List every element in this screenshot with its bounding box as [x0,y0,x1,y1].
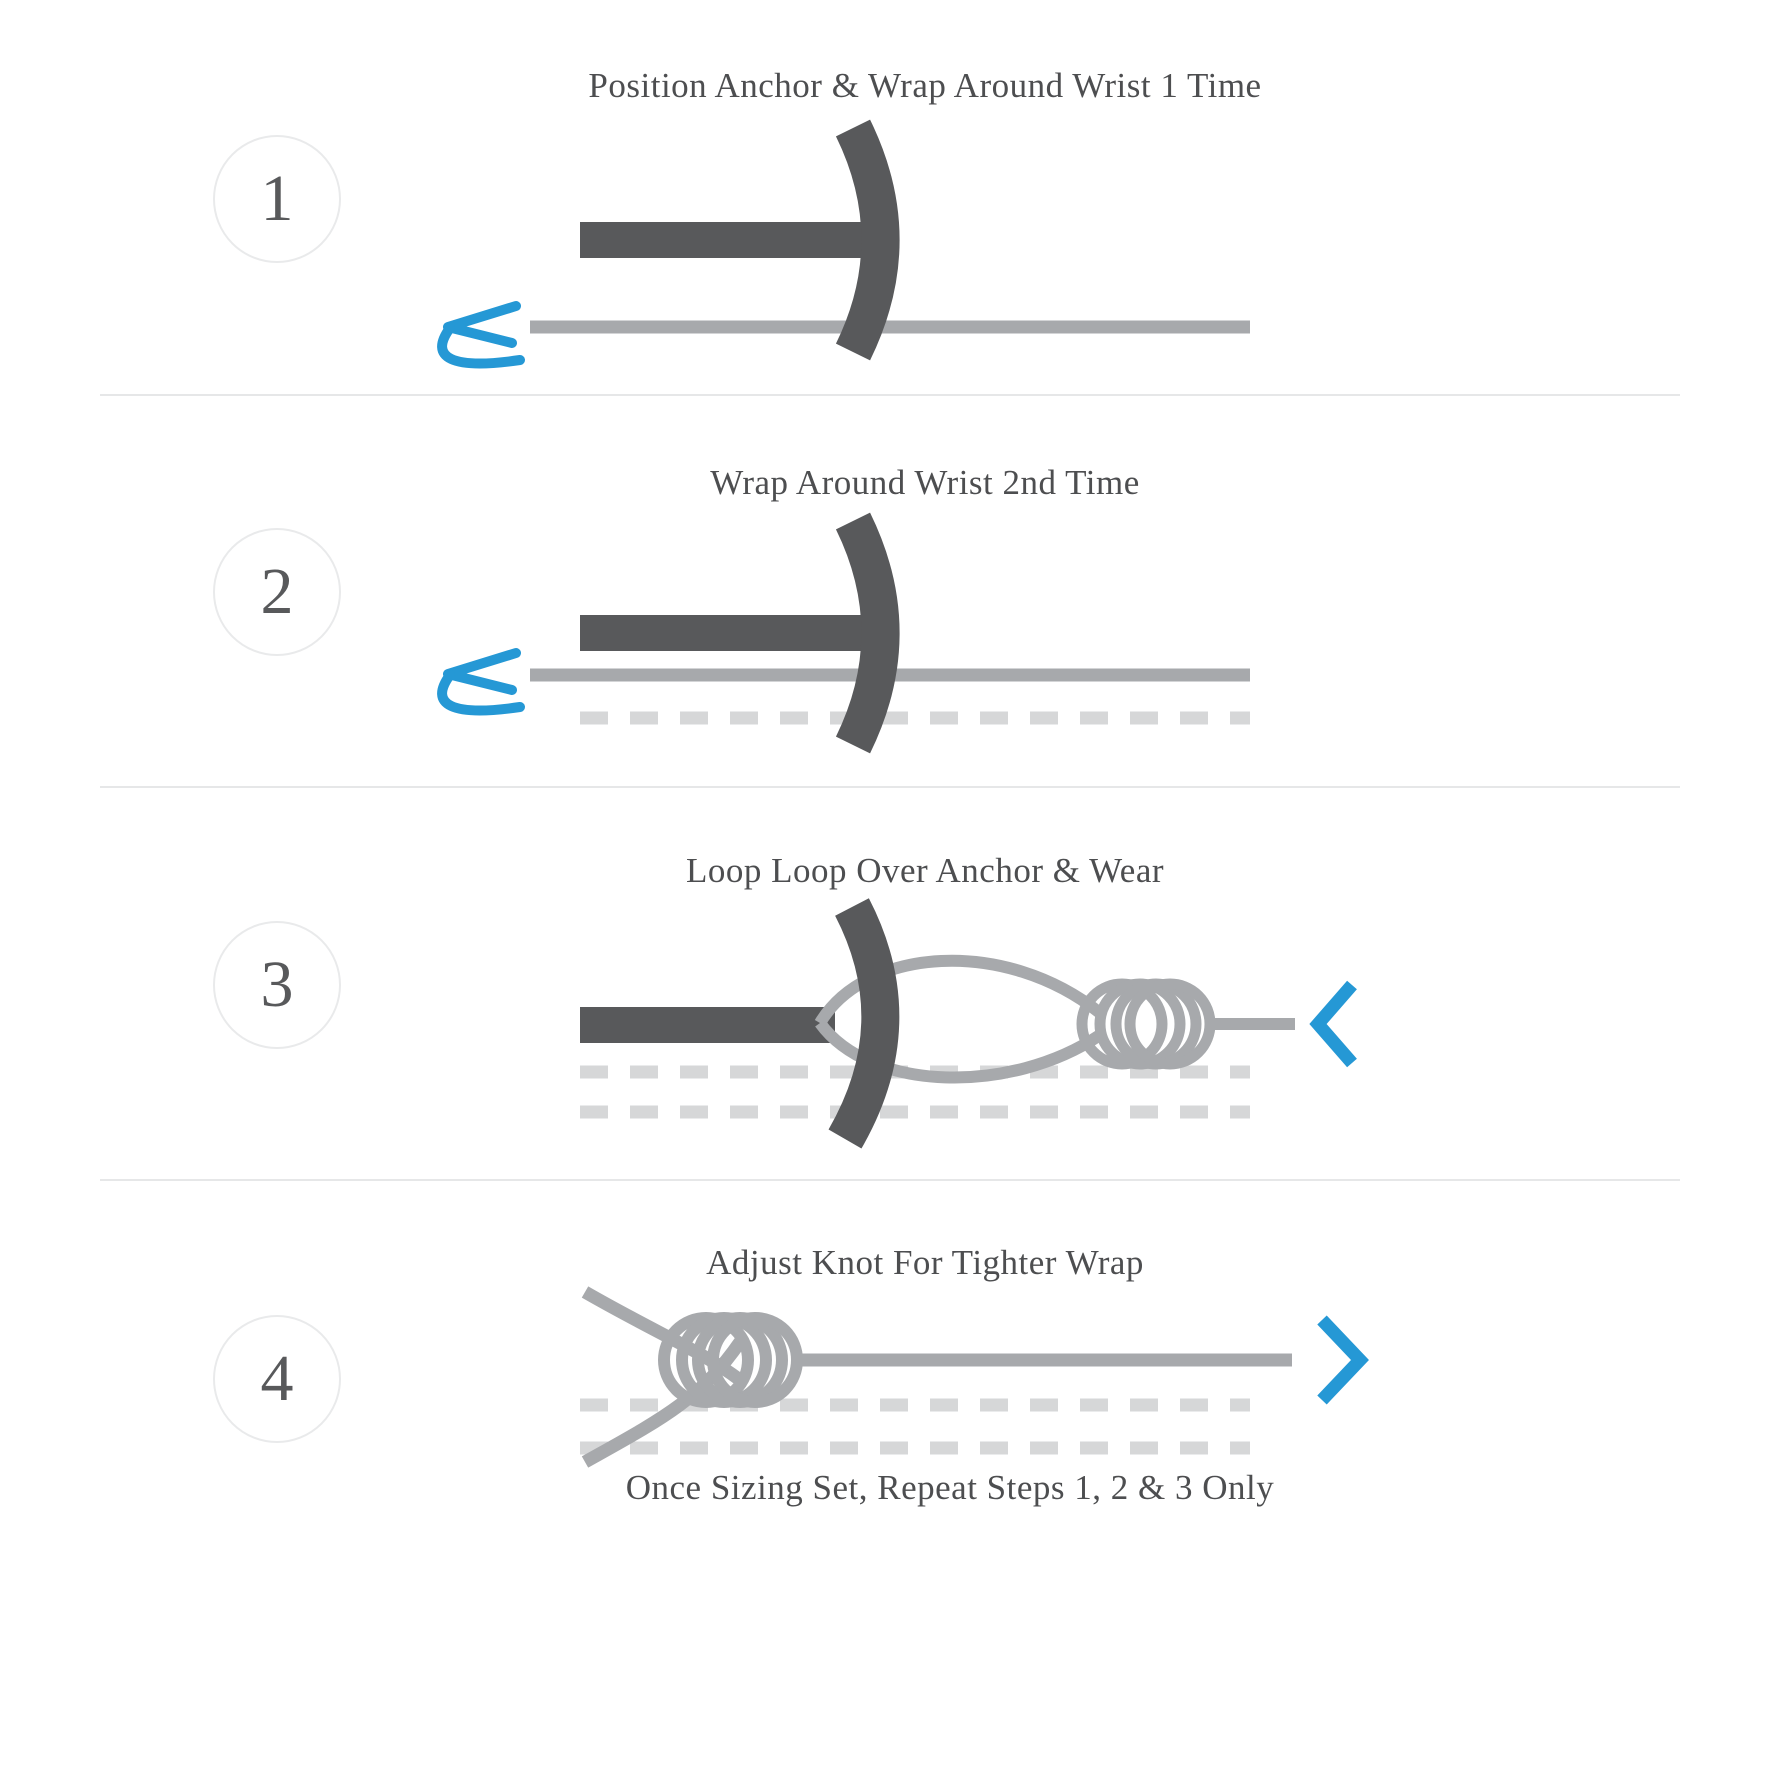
step-1-number-badge: 1 [213,135,341,263]
step-3-number: 3 [260,948,294,1021]
wrap-direction-arrow-icon [437,301,525,369]
pull-right-chevron-icon [1317,1315,1369,1405]
anchor-arc-icon [828,898,900,1149]
anchor-shank-icon [580,615,880,651]
step-1-title: Position Anchor & Wrap Around Wrist 1 Ti… [588,66,1262,105]
cord-loop [814,954,1104,1084]
step-3-title: Loop Loop Over Anchor & Wear [685,851,1165,890]
step-2-number-badge: 2 [213,528,341,656]
anchor-shank-icon [580,222,880,258]
step-3-number-badge: 3 [213,921,341,1049]
divider-3 [100,1179,1680,1181]
step-1-section: Position Anchor & Wrap Around Wrist 1 Ti… [0,0,1780,395]
anchor-arc-icon [835,119,900,361]
step-4-number-badge: 4 [213,1315,341,1443]
step-1-illustration [437,119,1250,369]
anchor-shank-icon [580,1007,835,1043]
step-2-illustration [437,512,1250,754]
step-2-number: 2 [260,555,294,628]
step-4-title: Adjust Knot For Tighter Wrap [706,1243,1144,1282]
cord-crossing-strands [581,1286,746,1468]
divider-2 [100,786,1680,788]
step-4-section: Adjust Knot For Tighter Wrap 4 Once Sizi… [0,1180,1780,1780]
knot-coil-icon [658,1312,803,1408]
step-2-section: Wrap Around Wrist 2nd Time 2 [0,395,1780,787]
divider-1 [100,394,1680,396]
step-3-section: Loop Loop Over Anchor & Wear 3 [0,787,1780,1180]
step-4-illustration [580,1286,1369,1468]
step-2-title: Wrap Around Wrist 2nd Time [710,463,1140,502]
wrap-direction-arrow-icon [437,648,525,716]
step-3-illustration [580,898,1357,1149]
step-1-number: 1 [260,162,294,235]
anchor-arc-icon [835,512,900,754]
knot-coil-icon [1076,978,1216,1070]
step-4-footnote: Once Sizing Set, Repeat Steps 1, 2 & 3 O… [625,1468,1275,1507]
step-4-number: 4 [260,1342,294,1415]
pull-left-chevron-icon [1309,980,1357,1068]
